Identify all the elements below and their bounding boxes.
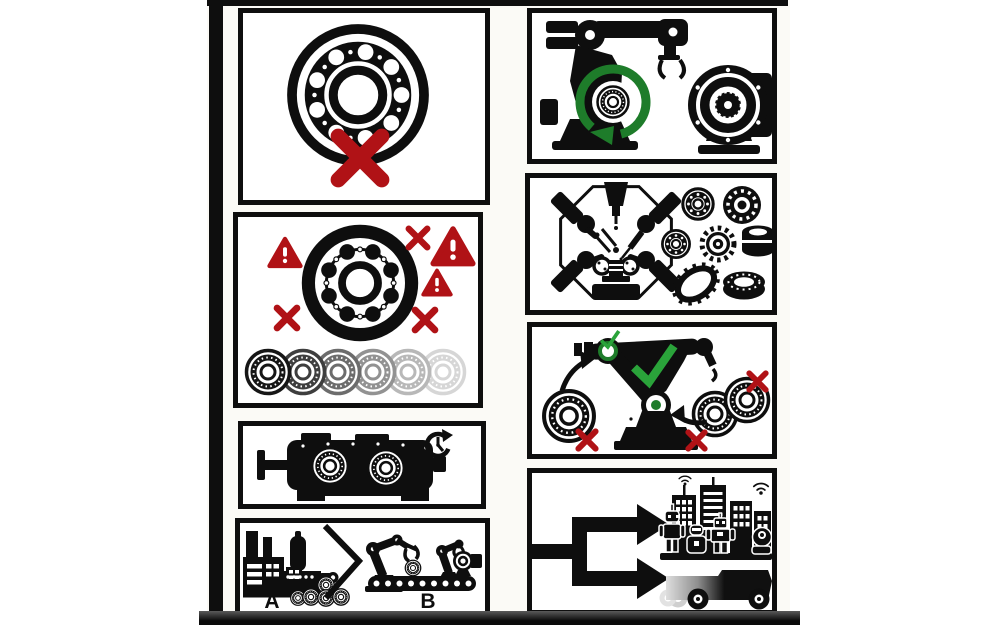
ball-bearing-icon [662, 230, 689, 257]
panel-robot-rotation-motor [527, 8, 777, 164]
panel-factory-vs-robots: A B [235, 518, 490, 617]
panel-branching-outcomes [527, 468, 777, 615]
panel-gearbox-time [238, 421, 486, 509]
gear-bearing-icon [699, 225, 737, 263]
bottom-frame-bar [199, 611, 800, 625]
left-frame-stripe [209, 0, 223, 618]
robots-icon [658, 503, 772, 555]
panel-assembly-bearing-types [525, 173, 777, 315]
bearing-icon [598, 87, 629, 118]
autonomous-truck-icon [659, 570, 772, 610]
flat-ring-bearing-icon [723, 271, 765, 300]
ball-bearing-icon [683, 189, 713, 219]
wifi-icon [678, 475, 692, 486]
ball-bearing-icon [308, 231, 411, 334]
panel-bearing-selection [527, 322, 777, 459]
panel-bearing-prohibited [238, 8, 490, 205]
smart-city-icon [658, 475, 772, 560]
warning-triangle-icon [270, 239, 301, 266]
top-frame-bar [207, 0, 788, 6]
factory-icon [243, 531, 339, 598]
arrow-icon [559, 351, 596, 392]
branch-arrows-icon [532, 504, 669, 599]
conveyor-icon [368, 576, 476, 591]
panel-bearing-warnings [233, 212, 483, 408]
red-x-icon [409, 229, 427, 247]
clock-arrow-icon [424, 429, 453, 459]
tilted-gear-ring-icon [672, 262, 720, 306]
hands-with-tools-icon [550, 182, 682, 300]
motor-icon [453, 551, 482, 576]
electric-motor-icon [688, 65, 772, 154]
rejected-bearing-icon [544, 391, 594, 441]
green-rotation-arrows-icon [575, 64, 651, 145]
arrow-icon [670, 405, 708, 426]
bearing-fade-icon [247, 351, 290, 394]
cylindrical-bearing-icon [742, 225, 772, 257]
bearing-icon [312, 448, 348, 484]
label-a: A [264, 590, 279, 612]
bearing-set-icon [662, 186, 772, 306]
chevron-icon [322, 523, 364, 600]
red-x-icon [277, 308, 297, 328]
warning-triangle-icon [433, 229, 473, 264]
wifi-icon [752, 482, 770, 496]
bearing-icon [368, 450, 404, 486]
gearbox-icon [257, 433, 446, 501]
warning-triangle-icon [421, 268, 453, 297]
fading-bearing-row [247, 351, 465, 394]
red-x-icon [415, 310, 435, 330]
knurled-bearing-icon [723, 186, 761, 224]
bearing-on-belt-icon [404, 559, 422, 577]
label-b: B [420, 590, 435, 612]
ball-bearing-icon [292, 29, 424, 161]
